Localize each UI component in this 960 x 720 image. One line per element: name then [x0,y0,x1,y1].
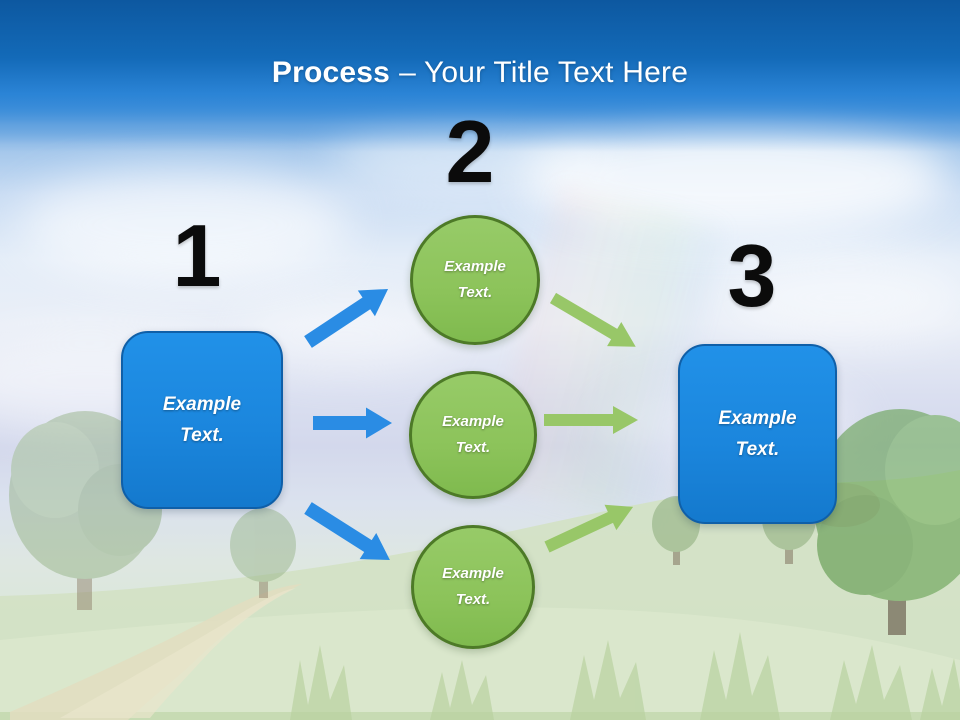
step-number-1: 1 [172,206,222,305]
green-arrow-up-right-icon [544,504,634,553]
step-2-circle-bottom: Example Text. [411,525,535,649]
step-2-label-top: Example Text. [444,257,506,301]
blue-arrow-right-icon [313,407,392,439]
green-arrow-right-icon [544,406,638,434]
step-2-label-bottom: Example Text. [442,564,504,608]
step-2-label-middle: Example Text. [442,412,504,456]
tree-icon [230,508,296,598]
dirt-path [10,584,302,720]
step-number-2: 2 [445,102,495,201]
blue-arrow-down-right-icon [304,502,390,560]
slide-title: Process– Your Title Text Here [0,56,960,90]
step-3-box: Example Text. [678,344,837,524]
title-text: – Your Title Text Here [399,56,689,89]
step-2-circle-middle: Example Text. [409,371,537,499]
step-number-3: 3 [727,226,777,325]
slide-header: Process– Your Title Text Here [0,0,960,152]
cloud [720,255,960,340]
cloud [20,170,350,280]
blue-arrow-up-right-icon [304,289,389,348]
tree-icon [814,409,960,635]
green-arrow-down-right-icon [549,292,636,347]
step-3-label: Example Text. [718,407,797,460]
grass-tuft [290,632,960,720]
step-2-circle-top: Example Text. [410,215,540,345]
step-1-box: Example Text. [121,331,283,509]
step-1-label: Example Text. [162,393,242,446]
title-keyword: Process [271,56,391,89]
